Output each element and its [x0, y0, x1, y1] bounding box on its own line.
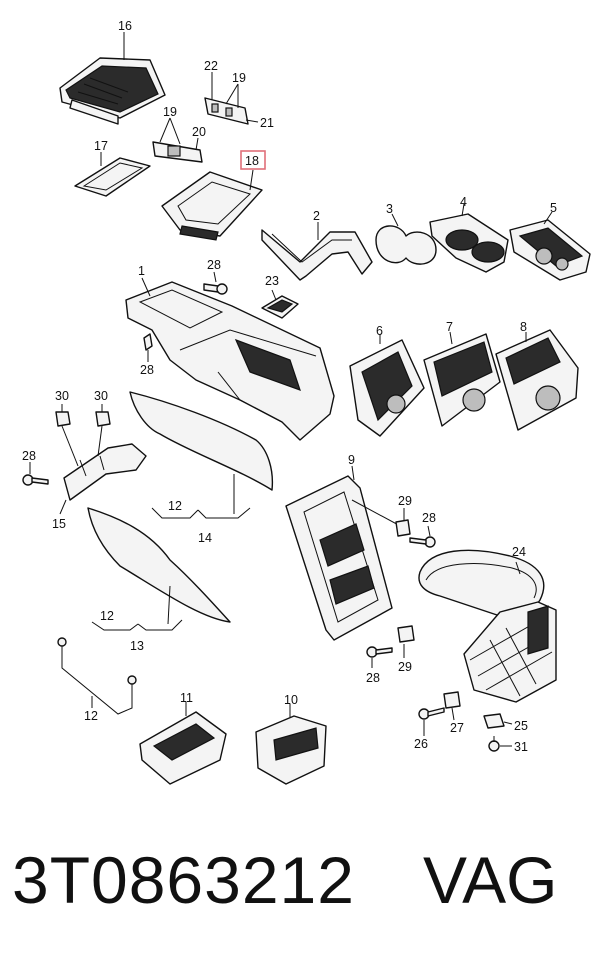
part-8-trim-panel: [495, 329, 579, 431]
callout-5: 5: [550, 201, 557, 215]
part-28-screw-b: [143, 333, 153, 362]
part-11-tray: [139, 702, 227, 785]
callout-30: 30: [55, 389, 69, 403]
part-23-clip: [261, 289, 299, 319]
part-12-bar-frame: [57, 637, 137, 715]
part-17-mat: [74, 152, 151, 197]
part-6-trim-panel: [349, 334, 425, 437]
callout-25: 25: [514, 719, 528, 733]
callout-8: 8: [520, 320, 527, 334]
callout-21: 21: [260, 116, 274, 130]
part-18-trim-frame: [161, 169, 263, 241]
callout-15: 15: [52, 517, 66, 531]
part-26-screw: [418, 707, 445, 736]
callout-9: 9: [348, 453, 355, 467]
part-7-trim-panel: [423, 331, 501, 427]
callout-3: 3: [386, 202, 393, 216]
callout-12: 12: [84, 709, 98, 723]
part-13-side-panel: [87, 507, 231, 631]
part-19-20-buttons: [152, 117, 203, 163]
part-24-armrest: [418, 549, 545, 618]
part-21-22-clip-strip: [204, 72, 259, 125]
callout-2: 2: [313, 209, 320, 223]
callout-28: 28: [207, 258, 221, 272]
callout-1: 1: [138, 264, 145, 278]
part-2-cover-strip: [261, 222, 373, 281]
callout-27: 27: [450, 721, 464, 735]
callout-12: 12: [100, 609, 114, 623]
callout-19: 19: [232, 71, 246, 85]
part-14-side-panel: [129, 391, 274, 519]
armrest-hinge-mechanism: [463, 601, 557, 703]
part-4-cup-holder: [429, 203, 509, 273]
callout-28: 28: [366, 671, 380, 685]
part-29-clip-b: [397, 625, 415, 658]
part-3-cup-mat: [375, 213, 437, 265]
part-15-bracket: [55, 404, 147, 515]
part-number: 3T0863212: [12, 843, 355, 917]
part-1-center-console: [125, 277, 335, 441]
part-10-box: [255, 704, 327, 785]
callout-28: 28: [140, 363, 154, 377]
callout-29: 29: [398, 494, 412, 508]
callout-28: 28: [22, 449, 36, 463]
callout-12: 12: [168, 499, 182, 513]
callout-19: 19: [163, 105, 177, 119]
callout-28: 28: [422, 511, 436, 525]
part-29-clip-a: [395, 508, 411, 537]
part-25-nut: [483, 713, 513, 729]
part-28-screw-d: [409, 525, 436, 548]
callout-10: 10: [284, 693, 298, 707]
highlight-box-18: [240, 150, 266, 170]
callout-31: 31: [514, 740, 528, 754]
part-5-switch-panel: [509, 211, 591, 281]
part-9-rear-trim: [285, 465, 405, 641]
callout-26: 26: [414, 737, 428, 751]
callout-24: 24: [512, 545, 526, 559]
callout-11: 11: [180, 691, 193, 705]
part-28-screw-c: [22, 462, 49, 486]
callout-7: 7: [446, 320, 453, 334]
callout-22: 22: [204, 59, 218, 73]
callout-29: 29: [398, 660, 412, 674]
part-27-clip: [443, 691, 461, 721]
callout-16: 16: [118, 19, 132, 33]
callout-4: 4: [460, 195, 467, 209]
callout-20: 20: [192, 125, 206, 139]
callout-18: 18: [245, 154, 259, 168]
callout-6: 6: [376, 324, 383, 338]
part-16-storage-tray: [59, 32, 166, 125]
part-28-screw-a: [203, 271, 228, 295]
part-31-bolt: [488, 736, 512, 752]
callout-13: 13: [130, 639, 144, 653]
callout-30: 30: [94, 389, 108, 403]
callout-23: 23: [265, 274, 279, 288]
callout-17: 17: [94, 139, 108, 153]
brand-label: VAG: [423, 843, 558, 917]
part-28-screw-e: [366, 646, 393, 668]
callout-14: 14: [198, 531, 212, 545]
